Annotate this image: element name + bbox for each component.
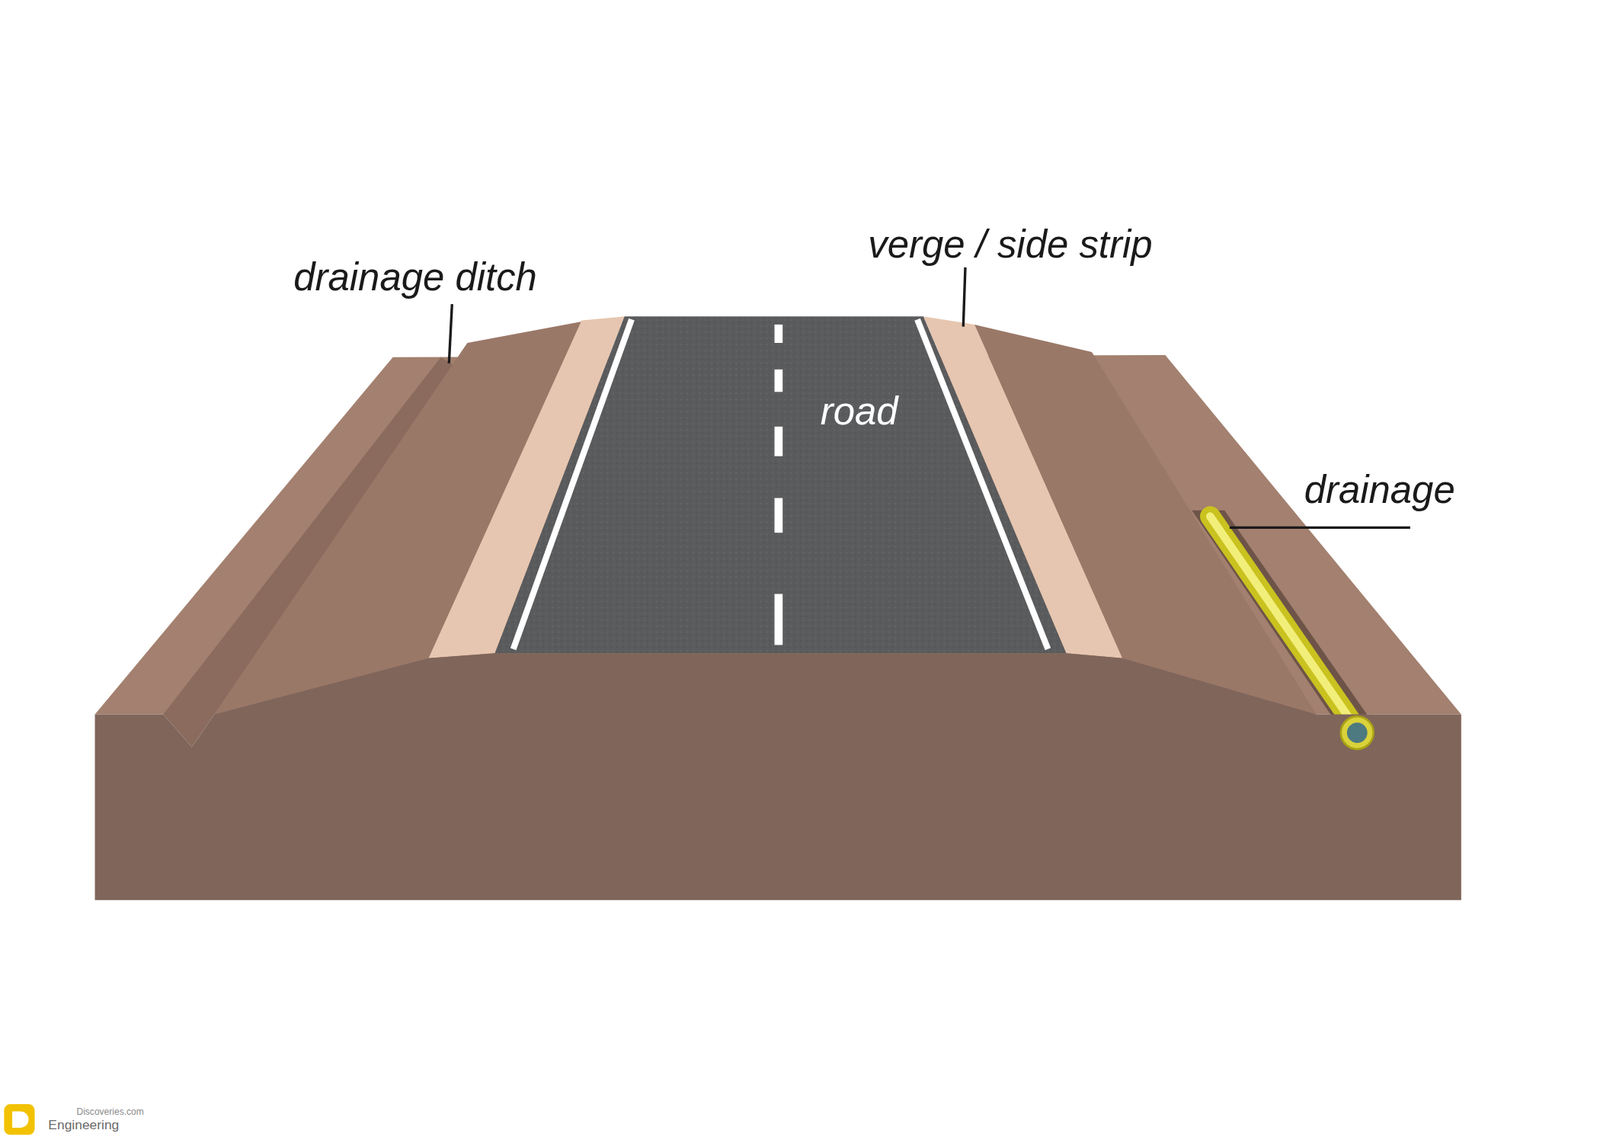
centre-dashes (774, 324, 784, 646)
front-face (95, 652, 1462, 900)
pipe-bore (1347, 722, 1368, 743)
pipe-end (1340, 716, 1374, 749)
watermark-logo (3, 1104, 35, 1135)
watermark: Discoveries.com (76, 1107, 144, 1117)
road-label: road (820, 390, 899, 433)
edge-line (513, 319, 632, 650)
watermark: Engineering (48, 1118, 119, 1133)
leader-lines (448, 267, 1411, 528)
part-label: drainage (1304, 468, 1456, 512)
part-label: verge / side strip (867, 223, 1152, 266)
part-label: drainage ditch (293, 256, 538, 299)
edge-line (917, 319, 1048, 650)
